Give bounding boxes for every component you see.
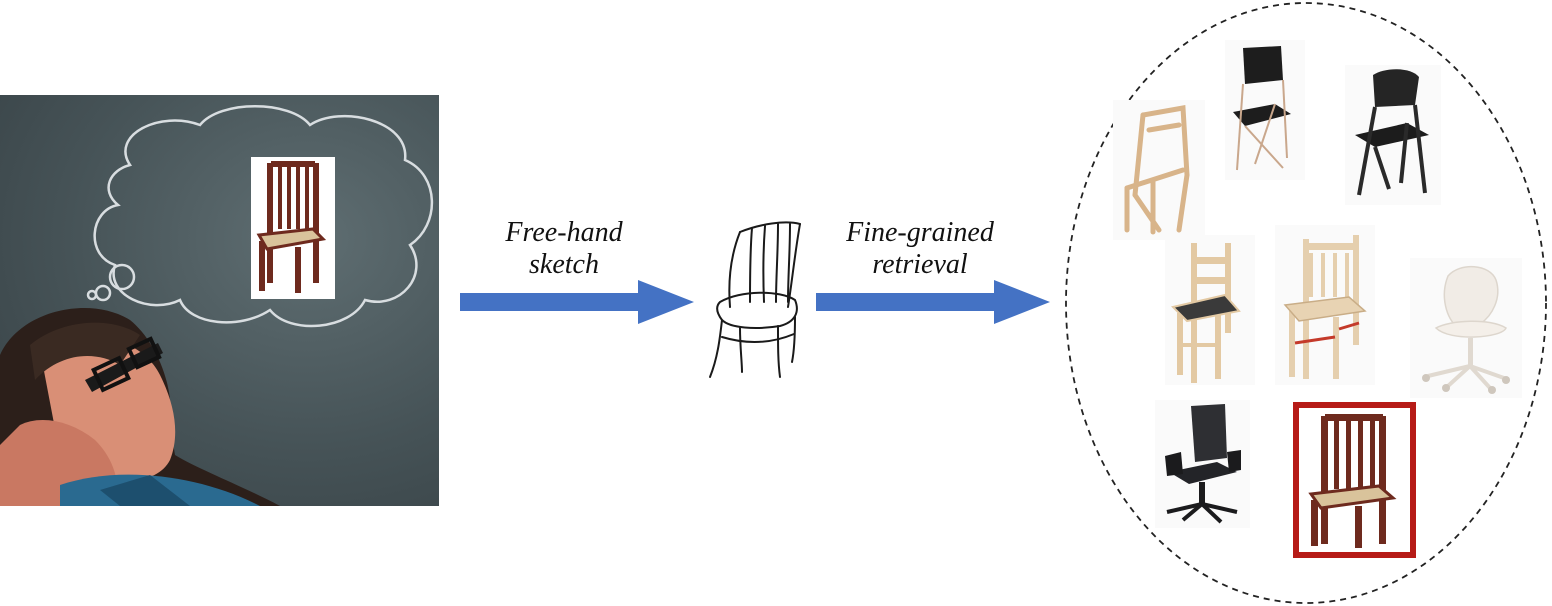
chair-sketch: [700, 212, 810, 387]
chair-sketch-icon: [709, 221, 801, 378]
office-chair-black-icon: [1165, 404, 1241, 524]
selected-result-frame[interactable]: [1293, 402, 1416, 558]
person-figure: [0, 307, 280, 506]
target-chair-photo: [251, 157, 335, 299]
wooden-chair-slatted-icon: [1308, 414, 1397, 548]
freehand-sketch-caption: Free-hand sketch: [464, 217, 664, 281]
gallery-item-folding-chair-black[interactable]: [1345, 65, 1441, 205]
white-swivel-chair-icon: [1422, 265, 1510, 394]
caption-line: retrieval: [872, 249, 968, 280]
gallery-item-office-chair-black[interactable]: [1155, 400, 1250, 528]
person-thinking-panel: [0, 95, 439, 506]
folding-chair-beige-icon: [1124, 105, 1190, 235]
caption-line: Free-hand: [505, 217, 623, 248]
arrow-right-icon: [816, 280, 1050, 324]
arrow-right-icon: [460, 280, 694, 324]
gallery-item-wooden-chair-ladder[interactable]: [1165, 235, 1255, 385]
folding-chair-black-icon: [1355, 69, 1429, 196]
gallery-outline: [1065, 2, 1547, 604]
thought-bubble-icon: [86, 105, 434, 328]
thinking-person-illustration: [0, 105, 434, 506]
caption-line: Fine-grained: [846, 217, 994, 248]
fine-grained-retrieval-caption: Fine-grained retrieval: [820, 217, 1020, 281]
wooden-chair-ladder-icon: [1171, 243, 1241, 383]
folding-chair-black-chrome-icon: [1233, 46, 1291, 171]
caption-line: sketch: [529, 249, 599, 280]
wooden-chair-spindle-icon: [1283, 235, 1367, 379]
gallery-item-white-swivel-chair[interactable]: [1410, 258, 1522, 398]
wooden-chair-slatted-icon: [256, 161, 327, 293]
gallery-item-wooden-chair-spindle[interactable]: [1275, 225, 1375, 385]
gallery-item-folding-chair-black-chrome[interactable]: [1225, 40, 1305, 180]
gallery-item-folding-chair-beige[interactable]: [1113, 100, 1205, 240]
